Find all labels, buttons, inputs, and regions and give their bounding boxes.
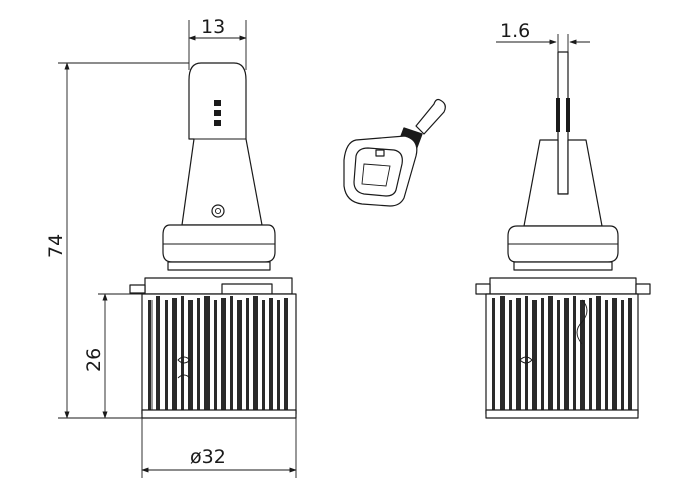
front-heatsink [141, 293, 297, 419]
front-view: 13 74 26 ø32 [45, 16, 297, 478]
front-blade [181, 62, 263, 226]
led-chip [214, 120, 221, 126]
side-view: 1.6 [475, 20, 651, 419]
dim-label-base-height: 26 [83, 348, 105, 372]
dim-label-width-top: 13 [201, 16, 225, 38]
front-collar [162, 224, 276, 263]
dim-label-thickness: 1.6 [500, 20, 530, 42]
dim-total-height: 74 [45, 62, 189, 419]
side-heatsink [485, 293, 639, 419]
led-chip [214, 100, 221, 106]
dim-label-diameter: ø32 [190, 446, 226, 468]
connector-plug [343, 98, 446, 207]
dim-label-total-height: 74 [45, 234, 67, 258]
screw-icon [211, 204, 225, 218]
dim-base-height: 26 [83, 293, 142, 419]
led-chip [214, 110, 221, 116]
dim-thickness: 1.6 [496, 20, 590, 58]
dim-width-top: 13 [188, 16, 247, 70]
dim-diameter: ø32 [141, 418, 297, 478]
